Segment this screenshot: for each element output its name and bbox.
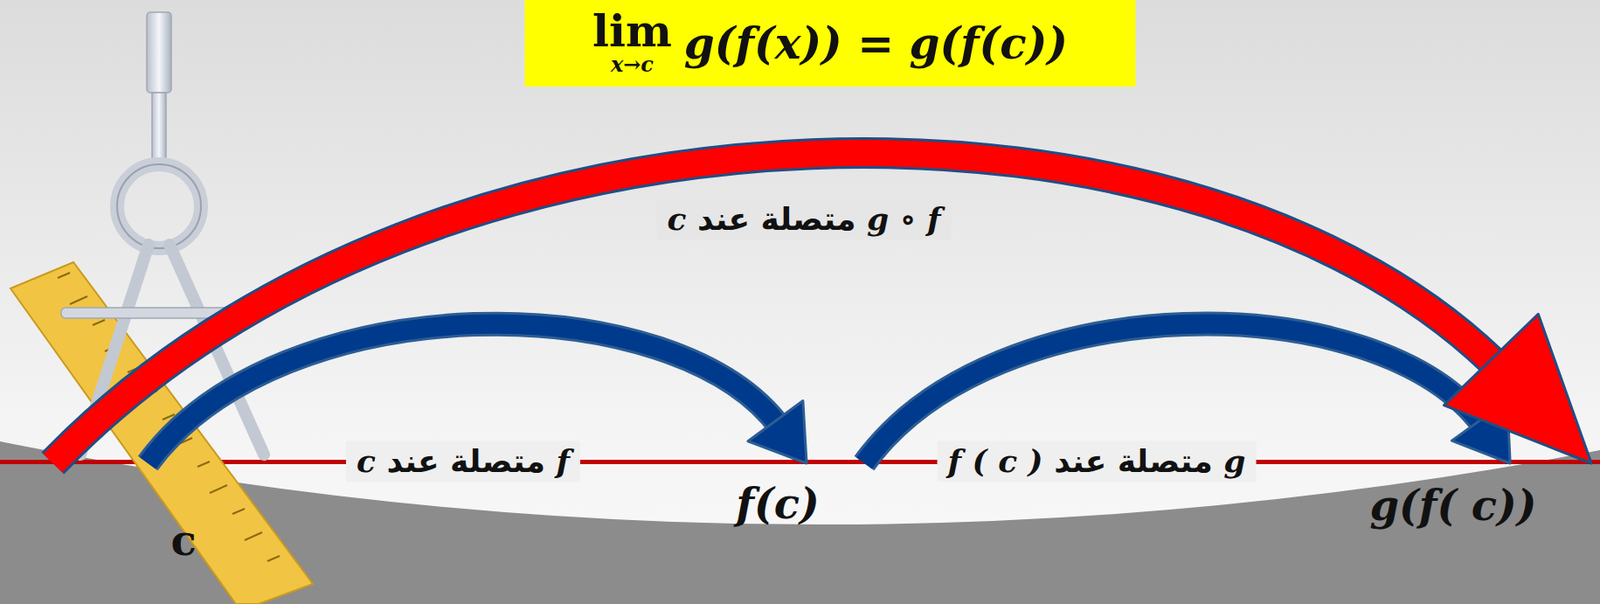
formula-highlight: limx→cg(f(x)) = g(f(c)) — [525, 0, 1136, 87]
arrowhead — [1443, 313, 1592, 464]
formula-title: g(f(x)) = g(f(c)) — [684, 17, 1068, 70]
continuity-label: g ∘ f متصلة عند c — [657, 198, 952, 240]
point-label-box: f(c) — [681, 463, 874, 533]
point-label-box: g(f( c)) — [1310, 463, 1596, 534]
limit-operator: limx→c — [592, 9, 672, 77]
point-label: f(c) — [681, 480, 874, 527]
point-label: c — [34, 517, 333, 564]
light-ground — [0, 0, 1600, 525]
arc-body — [52, 152, 1506, 464]
arc-arrow — [52, 152, 1592, 464]
limit-word: lim — [592, 9, 672, 54]
continuity-label: f متصلة عند c — [346, 440, 581, 482]
continuity-label: g متصلة عند f ( c ) — [937, 440, 1257, 482]
arrowhead — [748, 401, 807, 464]
point-label-box: c — [34, 463, 333, 569]
point-label: g(f( c)) — [1310, 482, 1596, 529]
arc-outline — [52, 152, 1506, 464]
limit-subscript: x→c — [610, 53, 654, 77]
